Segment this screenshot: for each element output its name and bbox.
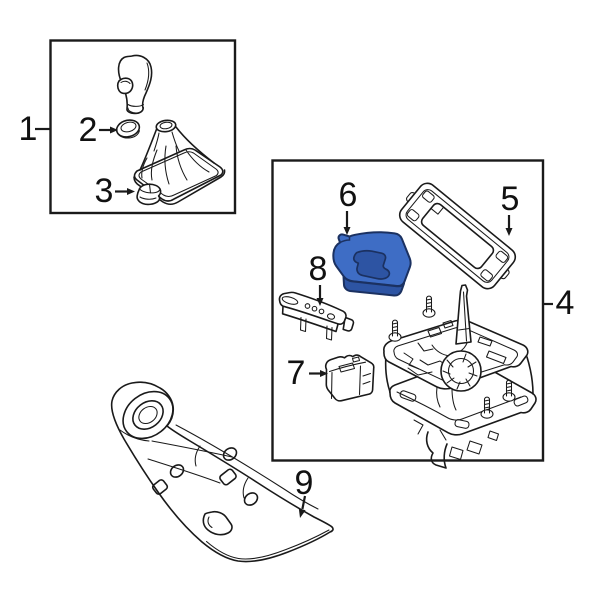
part-3-cap[interactable] xyxy=(136,183,162,206)
part-label-2[interactable]: 2 xyxy=(78,111,98,149)
part-label-7[interactable]: 7 xyxy=(286,354,306,392)
part-6-front-edge xyxy=(342,275,405,297)
part-label-1[interactable]: 1 xyxy=(18,110,38,148)
part-label-8[interactable]: 8 xyxy=(308,250,328,288)
group-1-kit xyxy=(49,39,237,215)
shift-knob[interactable] xyxy=(116,54,153,115)
part-label-4[interactable]: 4 xyxy=(555,284,575,322)
group-4-kit xyxy=(271,159,545,469)
shifter-assembly[interactable] xyxy=(383,284,537,469)
part-label-6[interactable]: 6 xyxy=(338,176,358,214)
part-6-indicator-panel[interactable] xyxy=(332,231,412,297)
part-2-ring[interactable] xyxy=(115,118,141,139)
part-5-bezel-plate[interactable] xyxy=(393,177,521,294)
part-8-bracket[interactable] xyxy=(278,291,355,341)
part-label-9[interactable]: 9 xyxy=(294,464,314,502)
part-6-gate-slot xyxy=(352,249,391,280)
part-label-5[interactable]: 5 xyxy=(500,180,520,218)
part-label-3[interactable]: 3 xyxy=(94,172,114,210)
part-9-bracket-plate[interactable] xyxy=(110,381,334,563)
part-7-switch[interactable] xyxy=(324,354,375,402)
leader-lines-and-arrows xyxy=(35,126,553,518)
